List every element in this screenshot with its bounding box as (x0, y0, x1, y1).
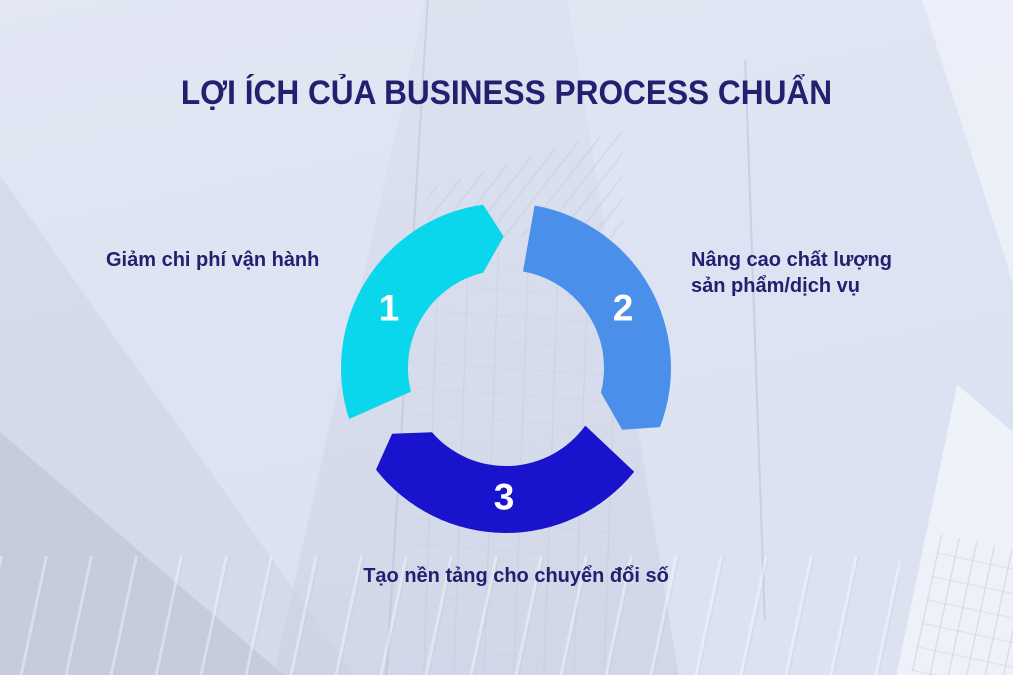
segment-2-label: Nâng cao chất lượng sản phẩm/dịch vụ (691, 247, 892, 299)
segment-2-number: 2 (612, 287, 634, 329)
segment-1-arc (341, 204, 504, 419)
segment-1-number: 1 (378, 287, 400, 329)
page-title: LỢI ÍCH CỦA BUSINESS PROCESS CHUẨN (180, 74, 833, 112)
segment-3-arc (376, 425, 635, 533)
segment-2-label-line1: Nâng cao chất lượng (691, 249, 892, 271)
segment-2-label-line2: sản phẩm/dịch vụ (691, 275, 860, 297)
segment-3-number: 3 (493, 476, 515, 518)
segment-3-label: Tạo nền tảng cho chuyển đổi số (363, 565, 669, 587)
segment-1-label: Giảm chi phí vận hành (106, 249, 320, 271)
segment-2-arc (523, 205, 671, 430)
background-bottom-facade (0, 556, 900, 675)
